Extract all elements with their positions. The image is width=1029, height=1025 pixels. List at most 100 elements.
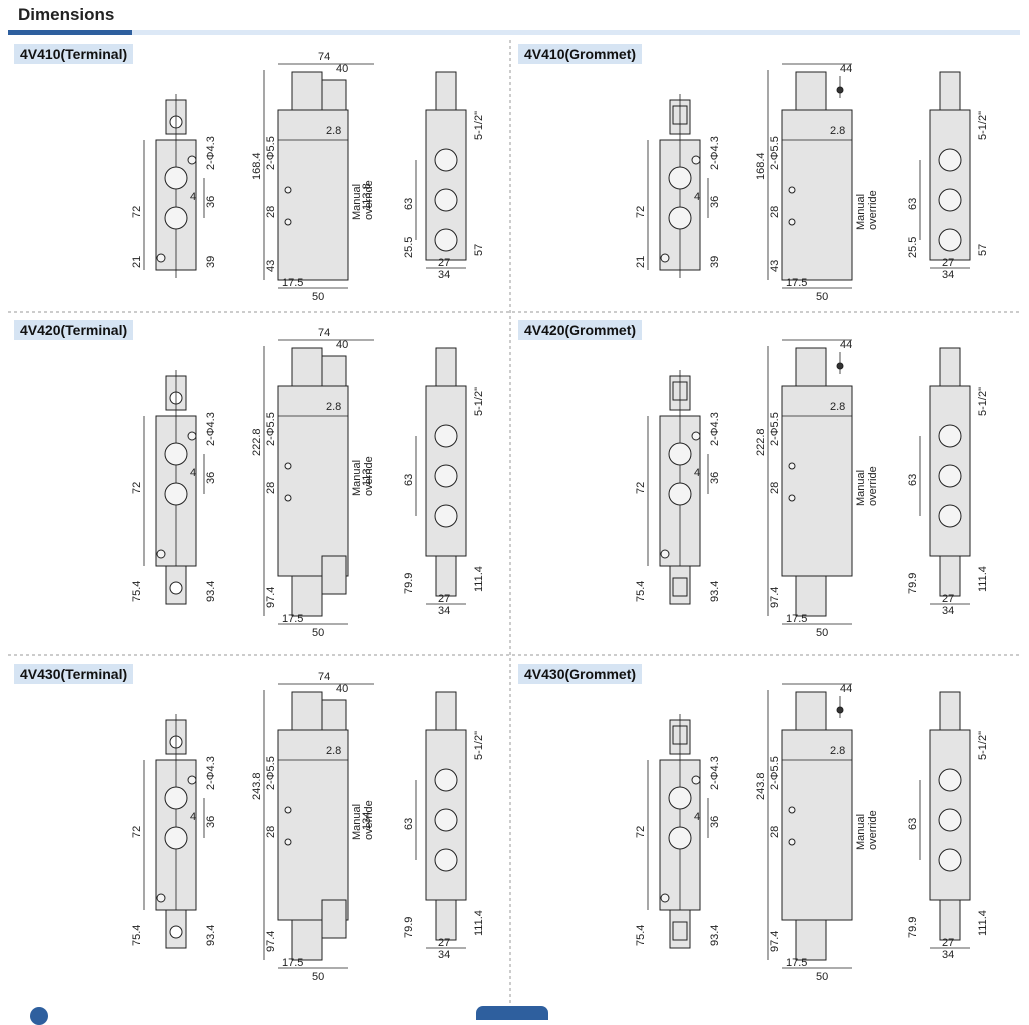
port-circle [434, 848, 458, 872]
dimension-label: 36 [205, 196, 217, 208]
dimension-label: 113.8 [361, 183, 373, 210]
solenoid-coil [939, 691, 961, 733]
solenoid-coil [939, 555, 961, 597]
dimension-label: 17.5 [282, 277, 303, 289]
panel-title: 4V420(Grommet) [518, 320, 643, 340]
dimension-label: 2.8 [326, 401, 341, 413]
dimension-label: 44 [840, 683, 852, 695]
mounting-hole [788, 218, 796, 226]
solenoid-coil [291, 691, 323, 733]
dimension-label: 21 [131, 256, 143, 268]
override-label-line: Manual [855, 814, 867, 850]
mounting-hole [284, 806, 292, 814]
dimension-label: 97.4 [265, 931, 277, 952]
override-label: Manualoverride [351, 800, 375, 840]
dimension-label: 4 [694, 811, 700, 823]
port-circle [938, 768, 962, 792]
dimension-label: 63 [403, 818, 415, 830]
valve-body [277, 109, 349, 281]
dimension-label: 63 [907, 198, 919, 210]
solenoid-coil [795, 347, 827, 389]
dimension-label: 5-1/2" [473, 387, 485, 416]
dimension-label: 168.4 [755, 152, 767, 180]
mounting-hole [788, 806, 796, 814]
dimension-label: 72 [131, 482, 143, 494]
dimension-label: 2-Φ4.3 [709, 412, 721, 446]
override-label-line: override [867, 810, 879, 850]
port-circle [434, 464, 458, 488]
terminal-box [321, 555, 347, 595]
terminal-box [321, 899, 347, 939]
dimension-label: 5-1/2" [977, 387, 989, 416]
override-label: Manualoverride [855, 810, 879, 850]
dimension-label: 72 [635, 482, 647, 494]
title-underline [8, 30, 1020, 35]
port-circle [668, 166, 692, 190]
dimension-label: 2.8 [830, 401, 845, 413]
dimension-label: 72 [131, 826, 143, 838]
dimension-label: 75.4 [635, 925, 647, 946]
dimension-label: 43 [769, 260, 781, 272]
dimension-label: 74 [318, 51, 330, 63]
port-circle [164, 826, 188, 850]
page-number-badge [476, 1006, 548, 1020]
port-circle [164, 166, 188, 190]
dimension-label: 36 [709, 816, 721, 828]
dimension-label: 4 [190, 467, 196, 479]
dimension-label: 27 [438, 593, 450, 605]
solenoid-coil [939, 899, 961, 941]
dimension-label: 21 [635, 256, 647, 268]
dimension-label: 97.4 [265, 587, 277, 608]
port-circle [164, 442, 188, 466]
port-circle [938, 848, 962, 872]
mounting-hole [691, 155, 701, 165]
dimension-label: 17.5 [786, 957, 807, 969]
dimension-label: 50 [816, 291, 828, 303]
mounting-hole [156, 549, 166, 559]
dimension-label: 79.9 [907, 917, 919, 938]
dimension-label: 111.4 [977, 910, 989, 936]
dimension-label: 40 [336, 683, 348, 695]
mounting-hole [788, 186, 796, 194]
dimension-label: 2.8 [326, 745, 341, 757]
dimension-label: 79.9 [907, 573, 919, 594]
solenoid-coil [435, 71, 457, 113]
dimension-label: 36 [205, 472, 217, 484]
dimension-label: 5-1/2" [977, 731, 989, 760]
port-circle [668, 826, 692, 850]
solenoid-coil [795, 575, 827, 617]
port-circle [164, 206, 188, 230]
dimension-label: 36 [709, 196, 721, 208]
dimension-label: 2-Φ5.5 [265, 412, 277, 446]
dimension-label: 50 [312, 971, 324, 983]
panel-title: 4V410(Terminal) [14, 44, 134, 64]
dimension-label: 40 [336, 339, 348, 351]
dimension-label: 2-Φ4.3 [709, 136, 721, 170]
override-label-line: override [363, 456, 375, 496]
panel-title: 4V430(Grommet) [518, 664, 643, 684]
solenoid-coil [291, 575, 323, 617]
dimension-label: 17.5 [282, 957, 303, 969]
solenoid-coil [435, 691, 457, 733]
dimension-label: 2-Φ4.3 [709, 756, 721, 790]
dimension-label: 2-Φ5.5 [265, 136, 277, 170]
port-circle [938, 228, 962, 252]
dimension-label: 79.9 [403, 917, 415, 938]
port-circle [434, 768, 458, 792]
mounting-hole [156, 893, 166, 903]
dimension-label: 34 [438, 269, 450, 281]
port-circle [434, 504, 458, 528]
page-title: Dimensions [18, 5, 115, 24]
dimension-label: 2.8 [326, 125, 341, 137]
dimension-label: 75.4 [131, 581, 143, 602]
override-label-line: Manual [351, 460, 363, 496]
